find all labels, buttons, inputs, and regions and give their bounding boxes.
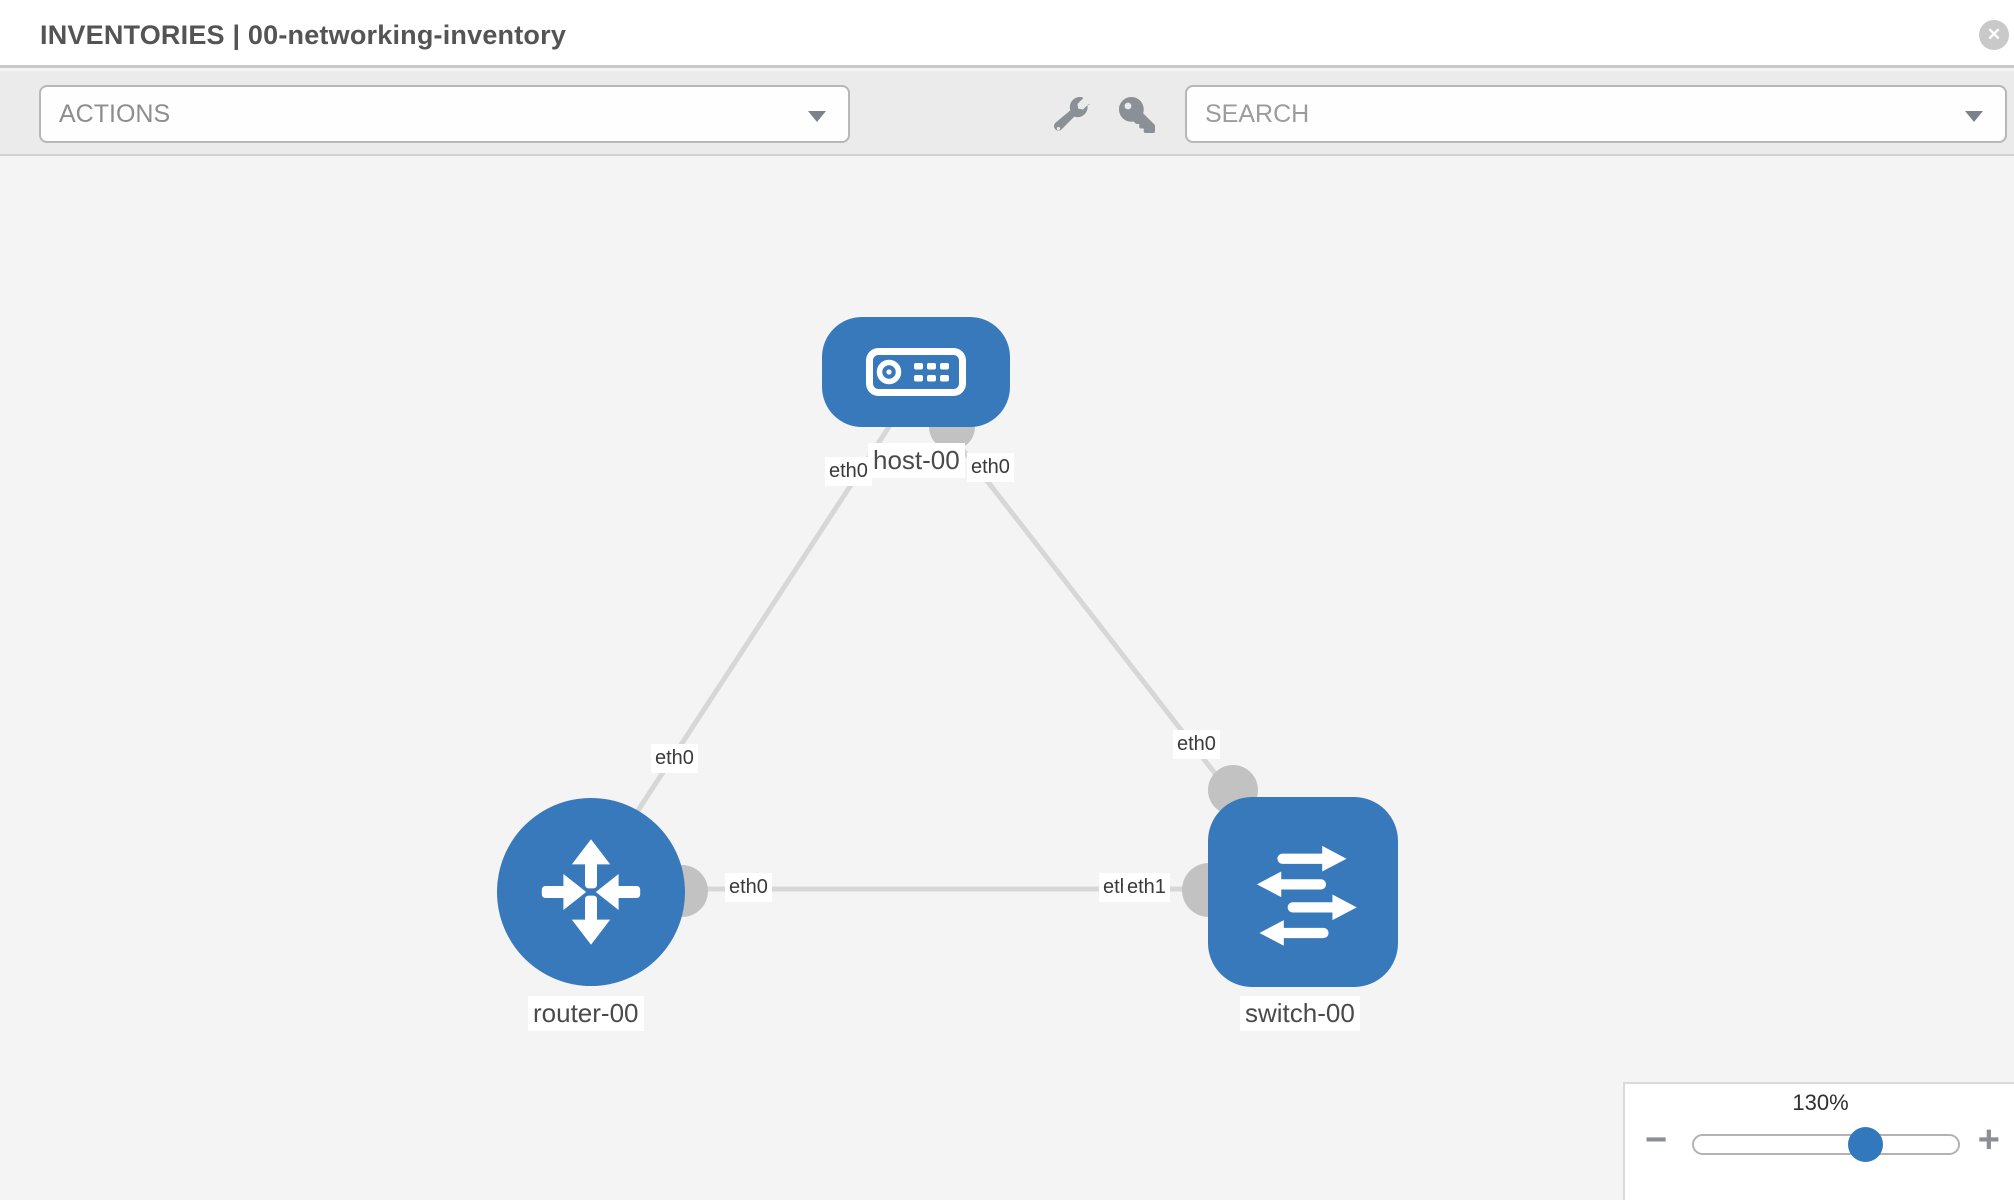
interface-label-router-eth0-uplink: eth0 <box>651 744 698 773</box>
toolbar: ACTIONS SEARCH <box>0 71 2014 156</box>
interface-label-switch-eth0: eth0 <box>1173 730 1220 759</box>
link-host-switch[interactable] <box>933 412 1272 846</box>
zoom-control-panel: 130% − + <box>1623 1082 2014 1200</box>
interface-label-switch-eth1: eth1 <box>1123 873 1170 902</box>
node-label-router-00: router-00 <box>528 996 644 1031</box>
key-button[interactable] <box>1115 93 1159 137</box>
actions-dropdown-label: ACTIONS <box>59 100 171 128</box>
interface-label-router-eth0: eth0 <box>725 873 772 902</box>
interface-label-host-eth0-right: eth0 <box>967 453 1014 482</box>
plus-icon: + <box>1977 1119 2000 1161</box>
zoom-out-button[interactable]: − <box>1645 1120 1667 1160</box>
node-router-00[interactable] <box>497 798 685 986</box>
switch-icon <box>1256 845 1357 946</box>
node-label-switch-00: switch-00 <box>1240 996 1360 1031</box>
topology-canvas[interactable]: host-00 router-00 switch-00 eth0 eth0 et… <box>0 156 2014 1200</box>
search-placeholder: SEARCH <box>1205 100 1310 128</box>
host-icon <box>866 348 966 396</box>
minus-icon: − <box>1645 1119 1668 1161</box>
actions-dropdown[interactable]: ACTIONS <box>39 85 850 143</box>
zoom-slider-track[interactable] <box>1692 1134 1960 1155</box>
chevron-down-icon <box>808 111 826 122</box>
tools-button[interactable] <box>1050 93 1094 137</box>
close-button[interactable]: ✕ <box>1979 20 2009 50</box>
zoom-level-label: 130% <box>1792 1090 1849 1115</box>
chevron-down-icon <box>1965 111 1983 122</box>
header: INVENTORIES | 00-networking-inventory ✕ <box>0 0 2014 68</box>
search-dropdown[interactable]: SEARCH <box>1185 85 2007 143</box>
links-layer <box>617 379 1272 917</box>
wrench-icon <box>1054 97 1090 131</box>
close-icon: ✕ <box>1986 25 2002 44</box>
node-switch-00[interactable] <box>1208 797 1398 987</box>
page-title: INVENTORIES | 00-networking-inventory <box>40 20 567 50</box>
node-label-host-00: host-00 <box>868 443 965 478</box>
key-icon <box>1119 97 1155 133</box>
interface-label-host-eth0-left: eth0 <box>825 457 872 486</box>
zoom-slider-thumb[interactable] <box>1848 1127 1883 1162</box>
router-icon <box>541 839 641 945</box>
zoom-in-button[interactable]: + <box>1978 1120 2000 1160</box>
node-host-00[interactable] <box>822 317 1010 427</box>
